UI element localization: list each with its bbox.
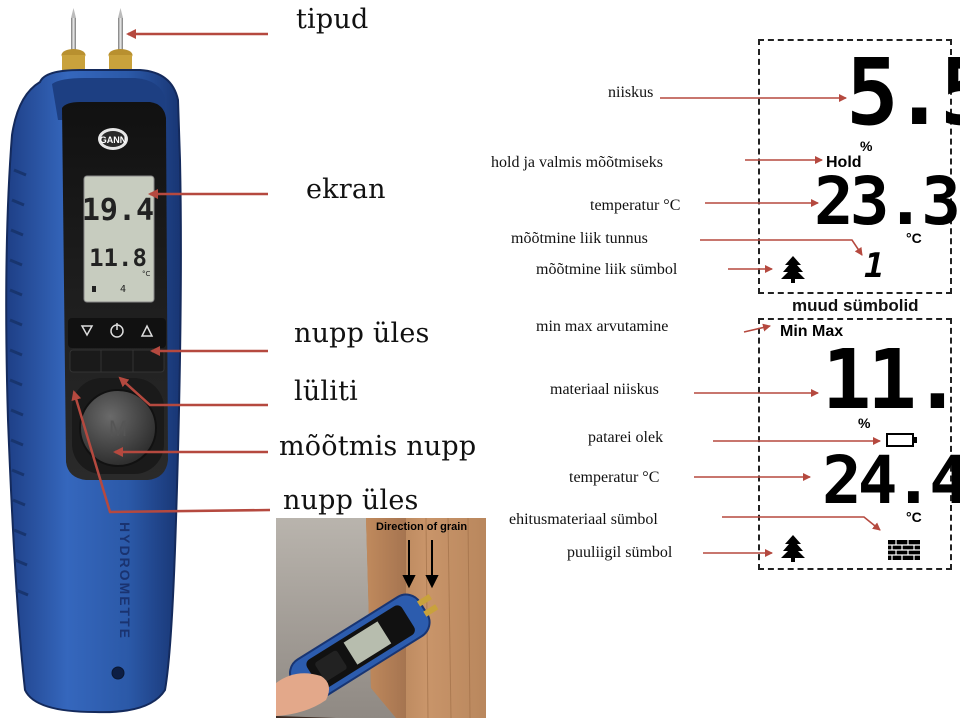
- temp-unit-2: °C: [906, 509, 922, 525]
- humidity-value: 5.5: [846, 39, 960, 146]
- label-screen: ekran: [306, 174, 386, 205]
- mode-number: 1: [864, 246, 885, 286]
- lcd-other-panel: Min Max 11.1 % 24.4 °C: [758, 318, 960, 570]
- label-button-up-2: nupp üles: [283, 485, 419, 516]
- control-buttons: [68, 318, 166, 373]
- label-mode-id: mõõtmine liik tunnus: [511, 230, 648, 247]
- label-switch: lüliti: [294, 376, 358, 407]
- other-symbols-title: muud sümbolid: [792, 296, 919, 315]
- brick-icon: [888, 540, 920, 560]
- down-arrow-icon: [80, 325, 94, 337]
- label-measure-button: mõõtmis nupp: [279, 431, 477, 462]
- label-temperature: temperatur °C: [590, 197, 681, 214]
- label-wood-symbol: puuliigil sümbol: [567, 544, 673, 561]
- temperature-value-2: 24.4: [822, 442, 960, 519]
- grip-ridges: [9, 168, 29, 597]
- min-max-indicator: Min Max: [780, 323, 844, 340]
- material-moisture-value: 11.1: [822, 333, 960, 428]
- temp-unit: °C: [906, 230, 922, 246]
- svg-text:°C: °C: [142, 270, 151, 278]
- lcd-main-panel: 5.5 % Hold 23.3 °C 1: [758, 39, 960, 294]
- device-lcd: 19.4 11.8 °C 4: [82, 175, 155, 303]
- hold-indicator: Hold: [826, 154, 862, 171]
- label-button-up-1: nupp üles: [294, 318, 430, 349]
- label-tips: tipud: [296, 4, 369, 35]
- lanyard-hole: [111, 666, 125, 680]
- temperature-value: 23.3: [814, 163, 960, 240]
- svg-text:M: M: [109, 416, 127, 441]
- label-min-max: min max arvutamine: [536, 318, 669, 335]
- label-temperature-2: temperatur °C: [569, 469, 660, 486]
- usage-photo: Direction of grain: [276, 518, 486, 718]
- label-building-symbol: ehitusmateriaal sümbol: [509, 511, 658, 528]
- material-percent: %: [858, 415, 871, 431]
- label-hold: hold ja valmis mõõtmiseks: [491, 154, 663, 171]
- label-mode-symbol: mõõtmine liik sümbol: [536, 261, 678, 278]
- humidity-percent: %: [860, 138, 873, 154]
- label-material-moisture: materiaal niiskus: [550, 381, 659, 398]
- grain-direction-caption: Direction of grain: [376, 521, 468, 533]
- gann-logo: GANN: [98, 128, 128, 150]
- tree-icon: [781, 256, 805, 283]
- label-battery: patarei olek: [588, 429, 664, 446]
- model-text: HYDROMETTE: [117, 522, 133, 640]
- svg-text:4: 4: [120, 284, 126, 295]
- tree-icon-2: [781, 535, 805, 562]
- label-humidity: niiskus: [608, 84, 654, 101]
- svg-text:11.8: 11.8: [89, 244, 147, 272]
- moisture-meter-device: GANN 19.4 11.8 °C 4 M HYDROMETTE: [5, 8, 182, 714]
- measure-button-graphic: M: [72, 378, 164, 474]
- up-arrow-icon: [140, 324, 154, 337]
- battery-icon: [886, 433, 917, 447]
- probe-pins: [61, 8, 133, 71]
- svg-text:19.4: 19.4: [82, 193, 154, 228]
- svg-text:GANN: GANN: [100, 135, 127, 145]
